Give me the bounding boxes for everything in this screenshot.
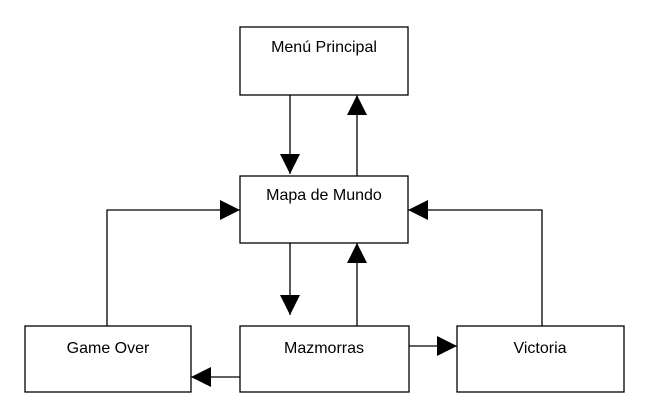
node-box xyxy=(239,175,409,244)
node-box xyxy=(456,325,625,393)
node-box xyxy=(24,325,192,393)
node-mapa-de-mundo: Mapa de Mundo xyxy=(239,175,409,244)
node-game-over: Game Over xyxy=(24,325,192,393)
node-mazmorras: Mazmorras xyxy=(239,325,410,393)
node-label: Victoria xyxy=(513,340,566,357)
node-box xyxy=(239,26,409,96)
edge-gameover-to-mapa xyxy=(106,200,240,326)
node-victoria: Victoria xyxy=(456,325,625,393)
node-box xyxy=(239,325,410,393)
node-label: Mapa de Mundo xyxy=(266,187,382,204)
node-label: Menú Principal xyxy=(271,39,377,56)
node-label: Mazmorras xyxy=(284,340,364,357)
node-menu-principal: Menú Principal xyxy=(239,26,409,96)
edge-victoria-to-mapa xyxy=(408,200,543,326)
edges xyxy=(106,95,543,387)
node-label: Game Over xyxy=(67,340,150,357)
